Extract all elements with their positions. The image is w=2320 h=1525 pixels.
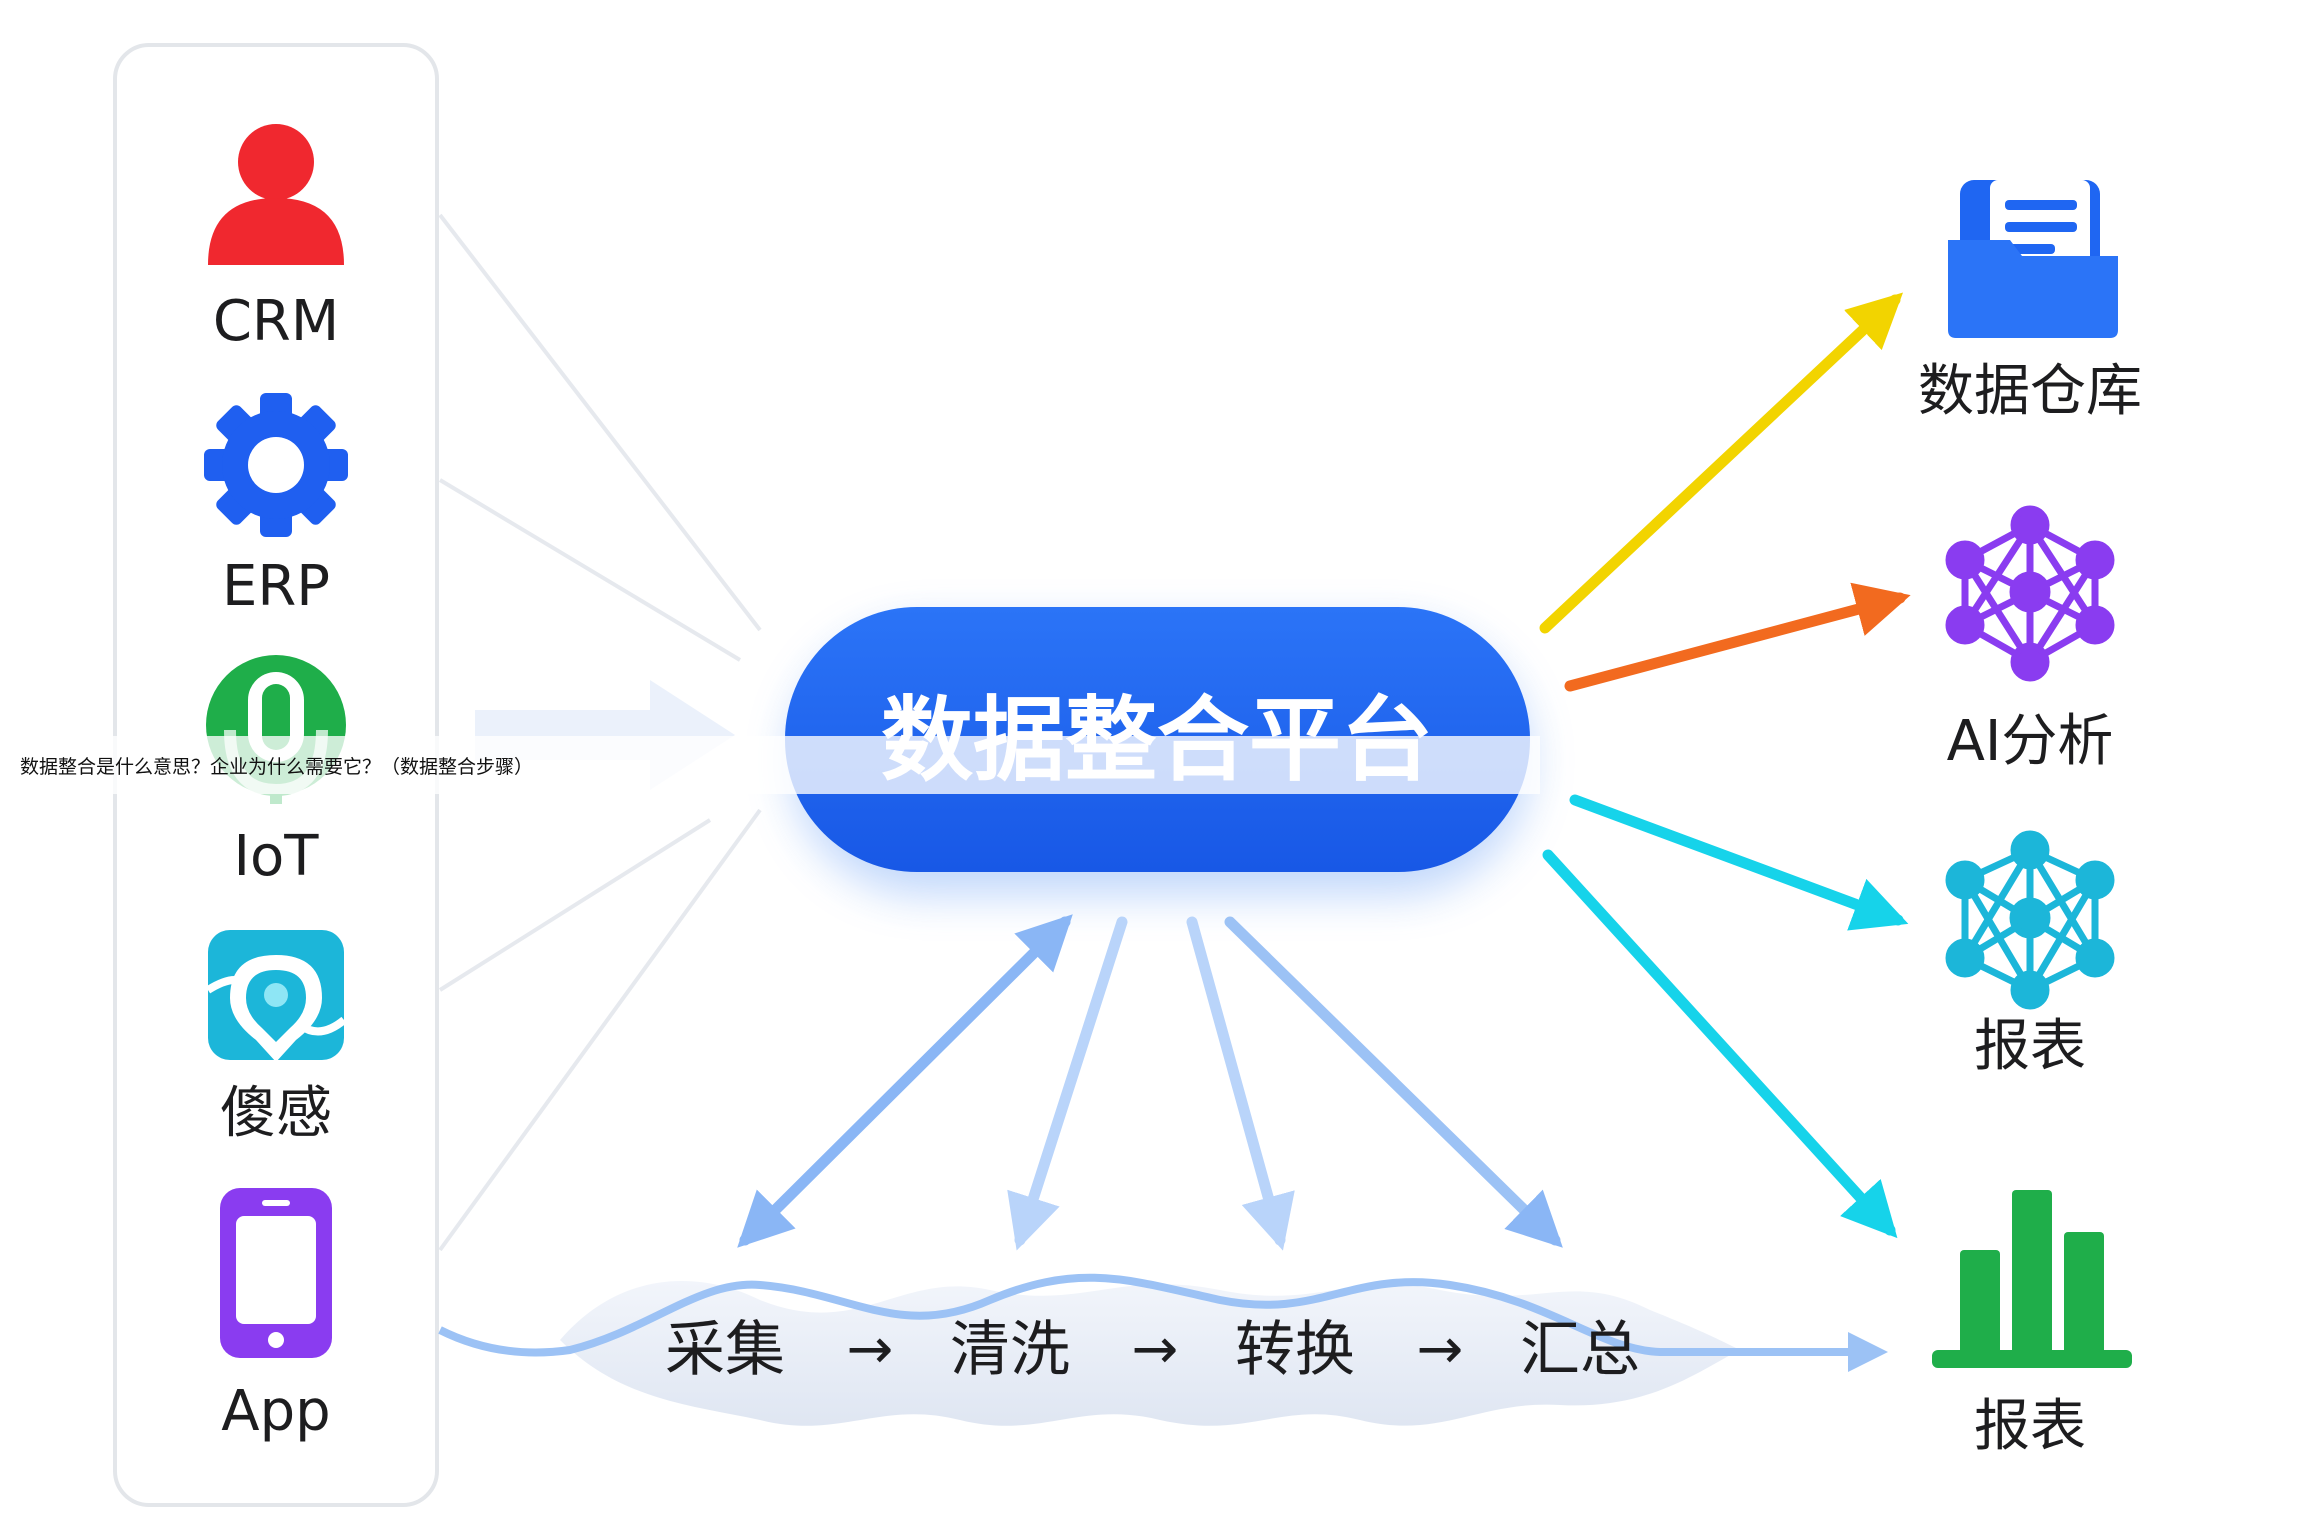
network-graph-icon — [1945, 830, 2115, 1010]
pipeline-step-clean: 清洗 — [950, 1315, 1070, 1385]
arrow-to-report-network — [1569, 794, 1909, 931]
pipeline-step-transform: 转换 — [1235, 1315, 1355, 1385]
sensor-bulb-icon — [205, 930, 347, 1062]
pipeline-flow-line — [438, 1273, 1888, 1372]
phone-icon — [220, 1188, 332, 1358]
pipeline-step-collect: 采集 — [665, 1315, 785, 1385]
folder-document-icon — [1948, 180, 2118, 338]
source-label-app: App — [221, 1379, 330, 1444]
neural-network-icon — [1945, 505, 2115, 682]
pipeline-steps: 采集 → 清洗 → 转换 → 汇总 — [665, 1315, 1640, 1385]
caption-bar: 数据整合是什么意思？企业为什么需要它？（数据整合步骤） — [0, 736, 1540, 794]
arrow-to-ai-analysis — [1564, 582, 1911, 692]
arrow-to-data-warehouse — [1539, 292, 1904, 634]
source-label-sensor: 傻感 — [220, 1081, 332, 1146]
gear-icon — [204, 393, 348, 537]
destination-label-data-warehouse: 数据仓库 — [1918, 359, 2142, 424]
destination-label-report-chart: 报表 — [1974, 1394, 2086, 1459]
pipeline-wave-band — [560, 1280, 1740, 1426]
hub-clean-arrow — [1007, 916, 1128, 1251]
output-arrows — [1539, 292, 1911, 1239]
source-connector-lines — [438, 213, 762, 1252]
hub-transform-arrow — [1186, 916, 1295, 1251]
source-label-crm: CRM — [213, 289, 339, 354]
pipeline-step-arrow: → — [847, 1317, 894, 1382]
destination-label-report-network: 报表 — [1974, 1014, 2086, 1079]
pipeline-step-arrow: → — [1417, 1317, 1464, 1382]
source-label-iot: IoT — [234, 824, 320, 889]
source-label-erp: ERP — [222, 554, 330, 619]
caption-text: 数据整合是什么意思？企业为什么需要它？（数据整合步骤） — [20, 755, 534, 778]
hub-collect-arrow — [737, 914, 1073, 1248]
person-icon — [208, 124, 344, 265]
pipeline-step-summarize: 汇总 — [1520, 1315, 1640, 1385]
arrow-to-report-chart — [1542, 849, 1898, 1239]
hub-summarize-arrow — [1224, 916, 1563, 1248]
bar-chart-icon — [1932, 1190, 2132, 1368]
pipeline-step-arrow: → — [1132, 1317, 1179, 1382]
pipeline-arrows — [737, 914, 1563, 1251]
destination-label-ai-analysis: AI分析 — [1947, 709, 2114, 774]
